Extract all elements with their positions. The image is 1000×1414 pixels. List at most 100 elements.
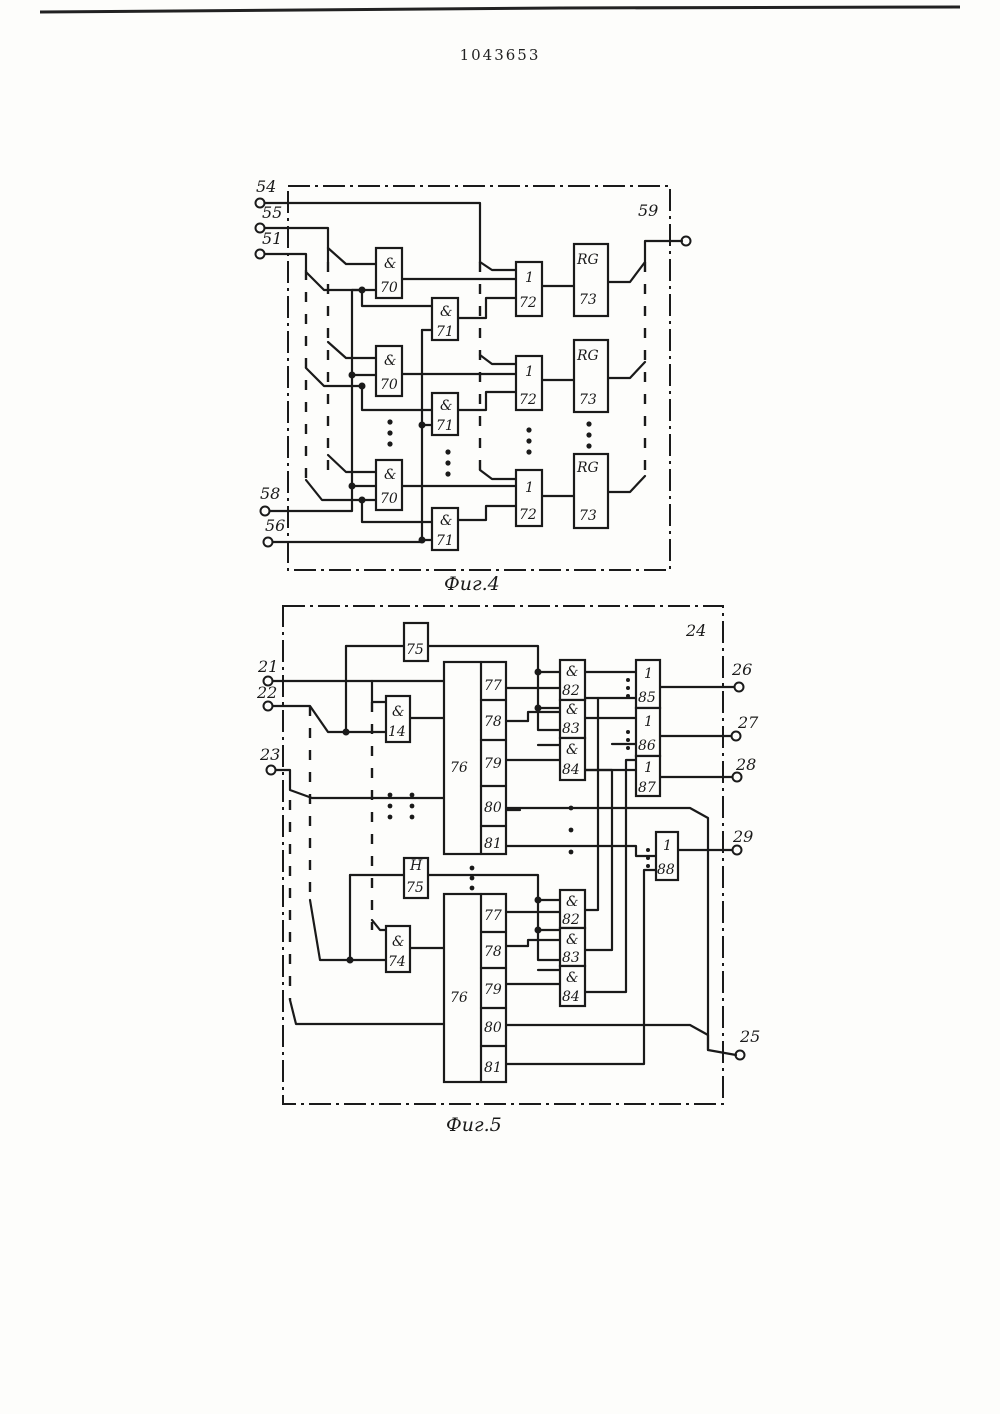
svg-text:&: & [566, 932, 578, 948]
svg-text:73: 73 [579, 292, 597, 308]
fig5-delay-75-top: 75 [404, 623, 428, 661]
fig5-or-88: 1 88 [656, 832, 678, 880]
fig5-output-27-label: 27 [737, 713, 759, 732]
fig4-or-72-row2: 1 72 [516, 356, 542, 410]
svg-text:80: 80 [484, 1020, 502, 1036]
fig5-decoder-76-top: 76 77 78 79 80 81 [444, 662, 506, 854]
svg-text:72: 72 [519, 507, 537, 523]
fig4-wiring [265, 203, 682, 544]
svg-text:1: 1 [644, 714, 653, 730]
svg-text:78: 78 [484, 944, 502, 960]
svg-text:79: 79 [484, 756, 502, 772]
svg-text:&: & [566, 702, 578, 718]
svg-text:&: & [392, 934, 404, 950]
svg-text:RG: RG [576, 252, 599, 268]
fig4-input-56-label: 56 [265, 516, 285, 535]
svg-text:72: 72 [519, 392, 537, 408]
svg-text:88: 88 [657, 862, 675, 878]
svg-text:87: 87 [638, 780, 656, 796]
svg-text:85: 85 [638, 690, 656, 706]
svg-text:&: & [440, 513, 452, 529]
svg-text:86: 86 [638, 738, 656, 754]
fig5-input-23-terminal [267, 766, 276, 775]
svg-text:70: 70 [380, 491, 398, 507]
svg-text:81: 81 [484, 836, 502, 852]
svg-text:1: 1 [644, 760, 653, 776]
fig5-block-label: 24 [685, 621, 706, 640]
svg-text:1: 1 [525, 480, 534, 496]
svg-text:79: 79 [484, 982, 502, 998]
fig4-register-73-row2: RG 73 [574, 340, 608, 412]
fig4-input-54-label: 54 [256, 177, 276, 196]
svg-text:84: 84 [562, 762, 580, 778]
svg-text:75: 75 [406, 880, 424, 896]
fig5-output-25-label: 25 [739, 1027, 760, 1046]
svg-text:&: & [384, 256, 396, 272]
fig4-and-70-row1: & 70 [376, 248, 402, 298]
fig4-or-72-row1: 1 72 [516, 262, 542, 316]
fig5-and-74: & 74 [386, 926, 410, 972]
svg-text:77: 77 [484, 678, 502, 694]
svg-text:&: & [440, 398, 452, 414]
fig5-output-29-label: 29 [732, 827, 753, 846]
svg-text:1: 1 [525, 270, 534, 286]
fig5-output-29-terminal [733, 846, 742, 855]
fig4-block-label: 59 [638, 201, 658, 220]
svg-text:70: 70 [380, 280, 398, 296]
svg-text:1: 1 [663, 838, 672, 854]
svg-text:&: & [384, 467, 396, 483]
fig5-input-23-label: 23 [259, 745, 280, 764]
fig4-input-58-label: 58 [260, 484, 280, 503]
svg-text:71: 71 [436, 533, 454, 549]
svg-text:76: 76 [450, 990, 468, 1006]
svg-text:73: 73 [579, 392, 597, 408]
fig4-or-72-row3: 1 72 [516, 470, 542, 526]
svg-text:14: 14 [388, 724, 406, 740]
svg-text:84: 84 [562, 989, 580, 1005]
svg-text:&: & [384, 353, 396, 369]
svg-text:&: & [566, 664, 578, 680]
svg-text:81: 81 [484, 1060, 502, 1076]
page-edge-line [40, 8, 560, 12]
svg-text:70: 70 [380, 377, 398, 393]
fig5-output-26-label: 26 [731, 660, 752, 679]
svg-text:76: 76 [450, 760, 468, 776]
svg-text:78: 78 [484, 714, 502, 730]
fig4-input-58-terminal [261, 507, 270, 516]
fig4-input-51-terminal [256, 250, 265, 259]
svg-text:82: 82 [562, 912, 580, 928]
svg-text:1: 1 [525, 364, 534, 380]
fig5-and-82-84-top: & 82 & 83 & 84 [560, 660, 585, 780]
svg-text:RG: RG [576, 460, 599, 476]
svg-text:75: 75 [406, 642, 424, 658]
fig5-output-26-terminal [735, 683, 744, 692]
fig4-register-73-row3: RG 73 [574, 454, 608, 528]
svg-text:74: 74 [388, 954, 406, 970]
fig5-input-22-label: 22 [256, 683, 277, 702]
svg-text:&: & [566, 970, 578, 986]
svg-text:73: 73 [579, 508, 597, 524]
fig5-caption: Фиг.5 [446, 1114, 502, 1136]
fig5-and-82-84-bottom: & 82 & 83 & 84 [560, 890, 585, 1006]
svg-text:71: 71 [436, 418, 454, 434]
fig4-caption: Фиг.4 [444, 573, 500, 595]
svg-text:&: & [566, 742, 578, 758]
svg-text:&: & [392, 704, 404, 720]
svg-text:RG: RG [576, 348, 599, 364]
svg-text:71: 71 [436, 324, 454, 340]
fig5-delay-75-bottom: H 75 [404, 858, 428, 898]
svg-text:80: 80 [484, 800, 502, 816]
fig4-and-71-row2: & 71 [432, 393, 458, 435]
fig4-and-70-row2: & 70 [376, 346, 402, 396]
svg-text:72: 72 [519, 295, 537, 311]
fig5-output-27-terminal [732, 732, 741, 741]
fig4-and-71-row1: & 71 [432, 298, 458, 340]
fig5-input-22-terminal [264, 702, 273, 711]
svg-text:77: 77 [484, 908, 502, 924]
figure-5: 24 21 22 23 26 27 28 29 25 [256, 606, 760, 1136]
fig5-output-28-label: 28 [735, 755, 756, 774]
fig4-and-71-row3: & 71 [432, 508, 458, 550]
figure-4: 59 54 55 51 58 56 [256, 177, 691, 595]
fig4-input-51-label: 51 [262, 229, 282, 248]
